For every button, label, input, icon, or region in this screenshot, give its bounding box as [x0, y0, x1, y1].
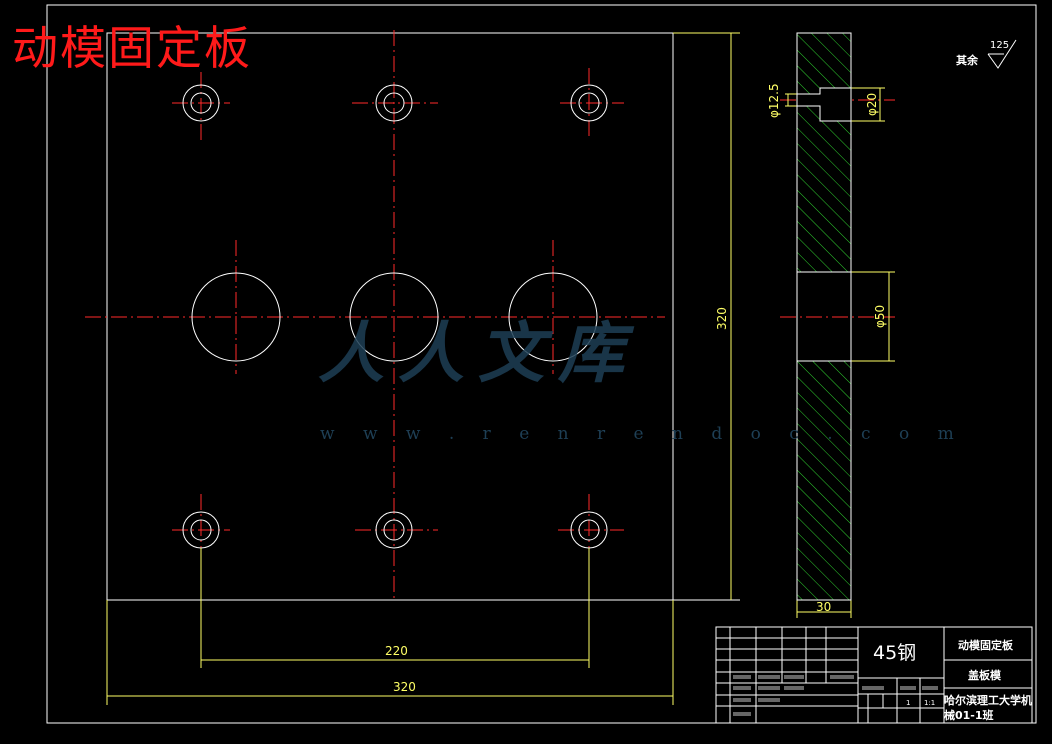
title-block-count: 1: [906, 699, 910, 707]
hole-small: [182, 84, 220, 122]
title-block-class: 械01-1班: [944, 708, 994, 722]
dim-dia-50: φ50: [873, 305, 887, 328]
dimension-lines: [106, 32, 895, 705]
surface-roughness-symbol: 其余 125: [956, 39, 1017, 69]
hole-small: [375, 84, 413, 122]
dim-dia-12-5: φ12.5: [767, 83, 781, 118]
side-view-section: [796, 32, 852, 601]
title-block-material: 45钢: [873, 642, 916, 664]
title-block-school: 哈尔滨理工大学机: [944, 693, 1032, 707]
hole-large: [191, 272, 281, 362]
holes: [182, 84, 608, 549]
title-block-assembly: 盖板模: [968, 668, 1002, 682]
drawing-title: 动模固定板: [12, 21, 252, 75]
watermark-logo: 人人文库: [318, 314, 638, 392]
roughness-label: 其余: [956, 53, 979, 67]
roughness-value: 125: [990, 40, 1009, 51]
drawing-border: [46, 4, 1037, 724]
hole-small: [570, 84, 608, 122]
dim-spacing-220: 220: [385, 644, 408, 658]
dim-thickness-30: 30: [816, 600, 831, 614]
title-block-grid-text: [733, 675, 938, 716]
watermark-url: w w w . r e n r e n d o c . c o m: [320, 424, 966, 444]
title-block-part-name: 动模固定板: [958, 638, 1014, 652]
dim-width-320: 320: [393, 680, 416, 694]
dim-height-320: 320: [715, 307, 729, 330]
dim-dia-20: φ20: [865, 93, 879, 116]
hole-large: [349, 272, 439, 362]
hole-large: [508, 272, 598, 362]
hole-small: [375, 511, 413, 549]
title-block-scale: 1:1: [924, 699, 935, 707]
title-block: [715, 626, 1033, 724]
